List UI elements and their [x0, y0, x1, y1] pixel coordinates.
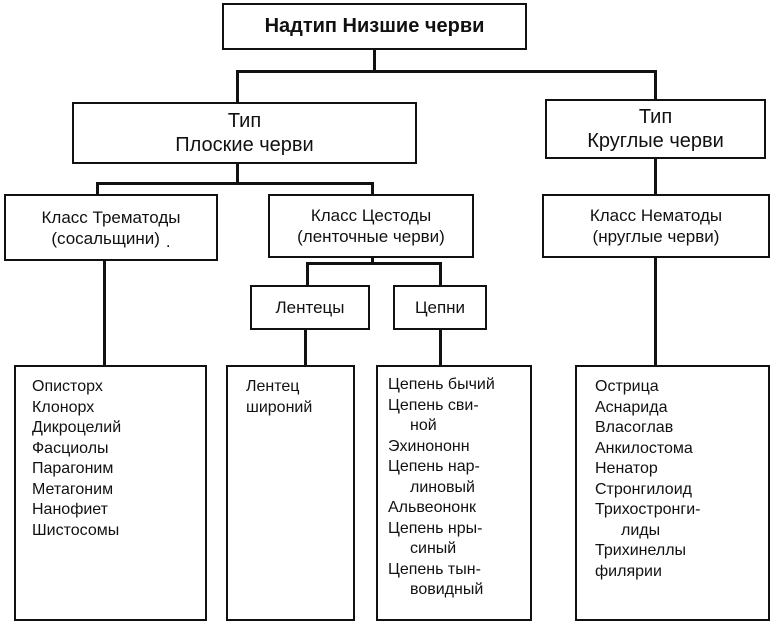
list-item: синый: [410, 540, 457, 557]
list-item: Клонорх: [32, 398, 95, 416]
type-roundworms-line-1: Тип: [638, 106, 673, 128]
list-item: Дикроцелий: [32, 419, 122, 436]
list-item: Аснарида: [595, 398, 668, 416]
connector-root-down: [373, 48, 376, 72]
list-item: филярии: [595, 562, 662, 580]
class-trematodes-box: Класс Трематоды (сосальщини).: [4, 194, 218, 261]
class-cestodes-line-1: Класс Цестоды: [310, 206, 432, 225]
list-item: Цепень тын-: [388, 560, 481, 578]
connector-to-trematodes: [96, 182, 99, 196]
connector-to-flatworms: [236, 70, 239, 104]
list-item: Цепень сви-: [388, 396, 479, 414]
list-item: Эхинононн: [388, 437, 470, 455]
class-cestodes-box: Класс Цестоды (ленточные черви): [268, 194, 474, 258]
root-box: Надтип Низшие черви: [222, 3, 527, 50]
list-item: вовидный: [410, 581, 484, 598]
list-cepni-box: Цепень бычий Цепень сви- ной Эхинононн Ц…: [376, 365, 532, 621]
type-roundworms-box: Тип Круглые черви: [545, 99, 766, 159]
root-label: Надтип Низшие черви: [264, 15, 485, 37]
class-trematodes-line-2: (сосальщини).: [51, 228, 171, 251]
connector-cestodes-down: [371, 256, 374, 264]
stray-mark: .: [165, 231, 171, 251]
list-item: ной: [410, 417, 437, 434]
connector-root-bus: [236, 70, 657, 73]
connector-to-lentecy: [306, 262, 309, 286]
list-item: Альвеононк: [388, 499, 477, 516]
subgroup-cepni-label: Цепни: [414, 297, 466, 317]
connector-to-cepni: [439, 262, 442, 286]
subgroup-cepni-box: Цепни: [393, 285, 487, 330]
connector-to-roundworms: [654, 70, 657, 100]
list-item: Метагоним: [32, 480, 114, 498]
connector-flatworms-bus: [96, 182, 374, 185]
connector-roundworms-down: [654, 158, 657, 196]
connector-flatworms-down: [236, 162, 239, 184]
type-roundworms-line-2: Круглые черви: [587, 130, 724, 152]
class-trematodes-line-1: Класс Трематоды: [41, 207, 181, 227]
list-item: Цепень бычий: [388, 376, 495, 393]
type-flatworms-box: Тип Плоские черви: [72, 102, 417, 164]
list-item: Трихостронги-: [595, 501, 701, 518]
class-nematodes-line-2: (нруглые черви): [592, 227, 720, 246]
list-item: Лентец: [246, 378, 300, 395]
connector-to-cestodes: [371, 182, 374, 196]
connector-cepni-down: [439, 328, 442, 366]
list-item: Цепень нар-: [388, 458, 480, 475]
class-trematodes-subtitle: (сосальщини): [51, 228, 160, 248]
class-nematodes-box: Класс Нематоды (нруглые черви): [542, 194, 770, 258]
class-nematodes-line-1: Класс Нематоды: [589, 206, 723, 225]
list-item: Власоглав: [595, 419, 674, 436]
subgroup-lentecy-box: Лентецы: [250, 285, 370, 330]
list-item: Описторх: [32, 378, 103, 395]
class-cestodes-line-2: (ленточные черви): [297, 227, 445, 246]
subgroup-lentecy-label: Лентецы: [275, 297, 345, 317]
list-item: Нанофиет: [32, 501, 108, 518]
type-flatworms-line-1: Тип: [227, 110, 262, 132]
list-lentecy-box: Лентец широний: [226, 365, 355, 621]
list-item: Цепень нры-: [388, 519, 483, 537]
list-item: Острица: [595, 378, 659, 395]
connector-trematodes-down: [103, 259, 106, 367]
type-flatworms-line-2: Плоские черви: [175, 134, 314, 156]
connector-nematodes-down: [654, 256, 657, 366]
list-item: Парагоним: [32, 460, 114, 477]
list-item: Анкилостома: [595, 439, 693, 457]
connector-cestodes-bus: [306, 262, 442, 265]
list-item: Стронгилоид: [595, 480, 692, 498]
list-item: Трихинеллы: [595, 542, 687, 559]
list-item: Ненатор: [595, 460, 658, 477]
list-item: линовый: [410, 478, 475, 496]
list-item: лиды: [621, 521, 661, 539]
list-trematodes-box: Описторх Клонорх Дикроцелий Фасциолы Пар…: [14, 365, 207, 621]
list-item: Фасциолы: [32, 439, 109, 457]
connector-lentecy-down: [304, 328, 307, 366]
list-item: широний: [246, 398, 313, 416]
list-nematodes-box: Острица Аснарида Власоглав Анкилостома Н…: [575, 365, 770, 621]
list-item: Шистосомы: [32, 521, 120, 539]
